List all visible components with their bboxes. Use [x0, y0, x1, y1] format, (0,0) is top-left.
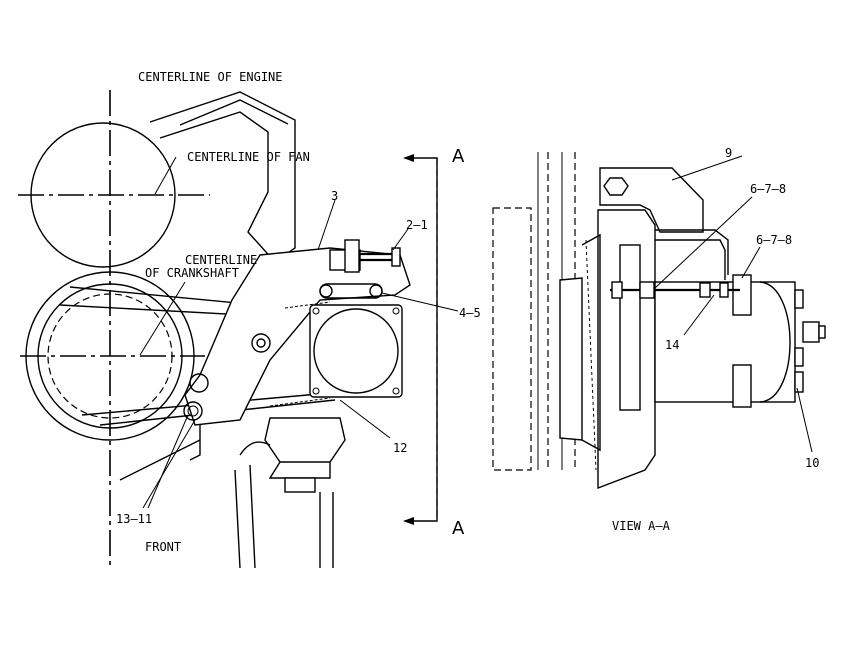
- label-centerline-engine: CENTERLINE OF ENGINE: [138, 70, 283, 84]
- section-line-a: [403, 154, 438, 525]
- section-label-bottom: A: [452, 518, 465, 539]
- alternator-pulley: [559, 233, 601, 471]
- lower-mount: [234, 417, 346, 569]
- callout-2-1: 2–1: [406, 218, 428, 232]
- callout-9: 9: [725, 146, 732, 160]
- belt-hatch: [284, 301, 331, 309]
- through-bolt: [610, 281, 740, 299]
- adjusting-slot: [319, 283, 383, 299]
- callout-14: 14: [665, 338, 679, 352]
- callout-10: 10: [805, 456, 819, 470]
- callout-6-7-8-b: 6–7–8: [756, 233, 792, 247]
- crankshaft-pulley: [20, 271, 205, 441]
- section-label-top: A: [452, 146, 465, 167]
- fan-pulley: [18, 122, 210, 268]
- mounting-plate: [597, 209, 729, 490]
- callout-4-5: 4–5: [459, 306, 481, 320]
- adjuster-bolt: [329, 239, 401, 273]
- label-centerline-crank-2: OF CRANKSHAFT: [145, 266, 239, 280]
- engine-block-section: [492, 207, 532, 471]
- callout-13-11: 13–11: [116, 512, 152, 526]
- bracket-9: [599, 167, 704, 233]
- label-centerline-fan: CENTERLINE OF FAN: [187, 150, 310, 164]
- fan-belt-guard: [149, 91, 296, 263]
- alternator: [309, 304, 403, 398]
- label-front: FRONT: [145, 540, 181, 554]
- label-centerline-crank-1: CENTERLINE: [185, 253, 257, 267]
- callout-6-7-8-a: 6–7–8: [750, 182, 786, 196]
- callout-3: 3: [331, 189, 338, 203]
- callout-12: 12: [393, 441, 407, 455]
- label-view: VIEW A–A: [612, 519, 671, 533]
- alternator-side: [654, 274, 826, 408]
